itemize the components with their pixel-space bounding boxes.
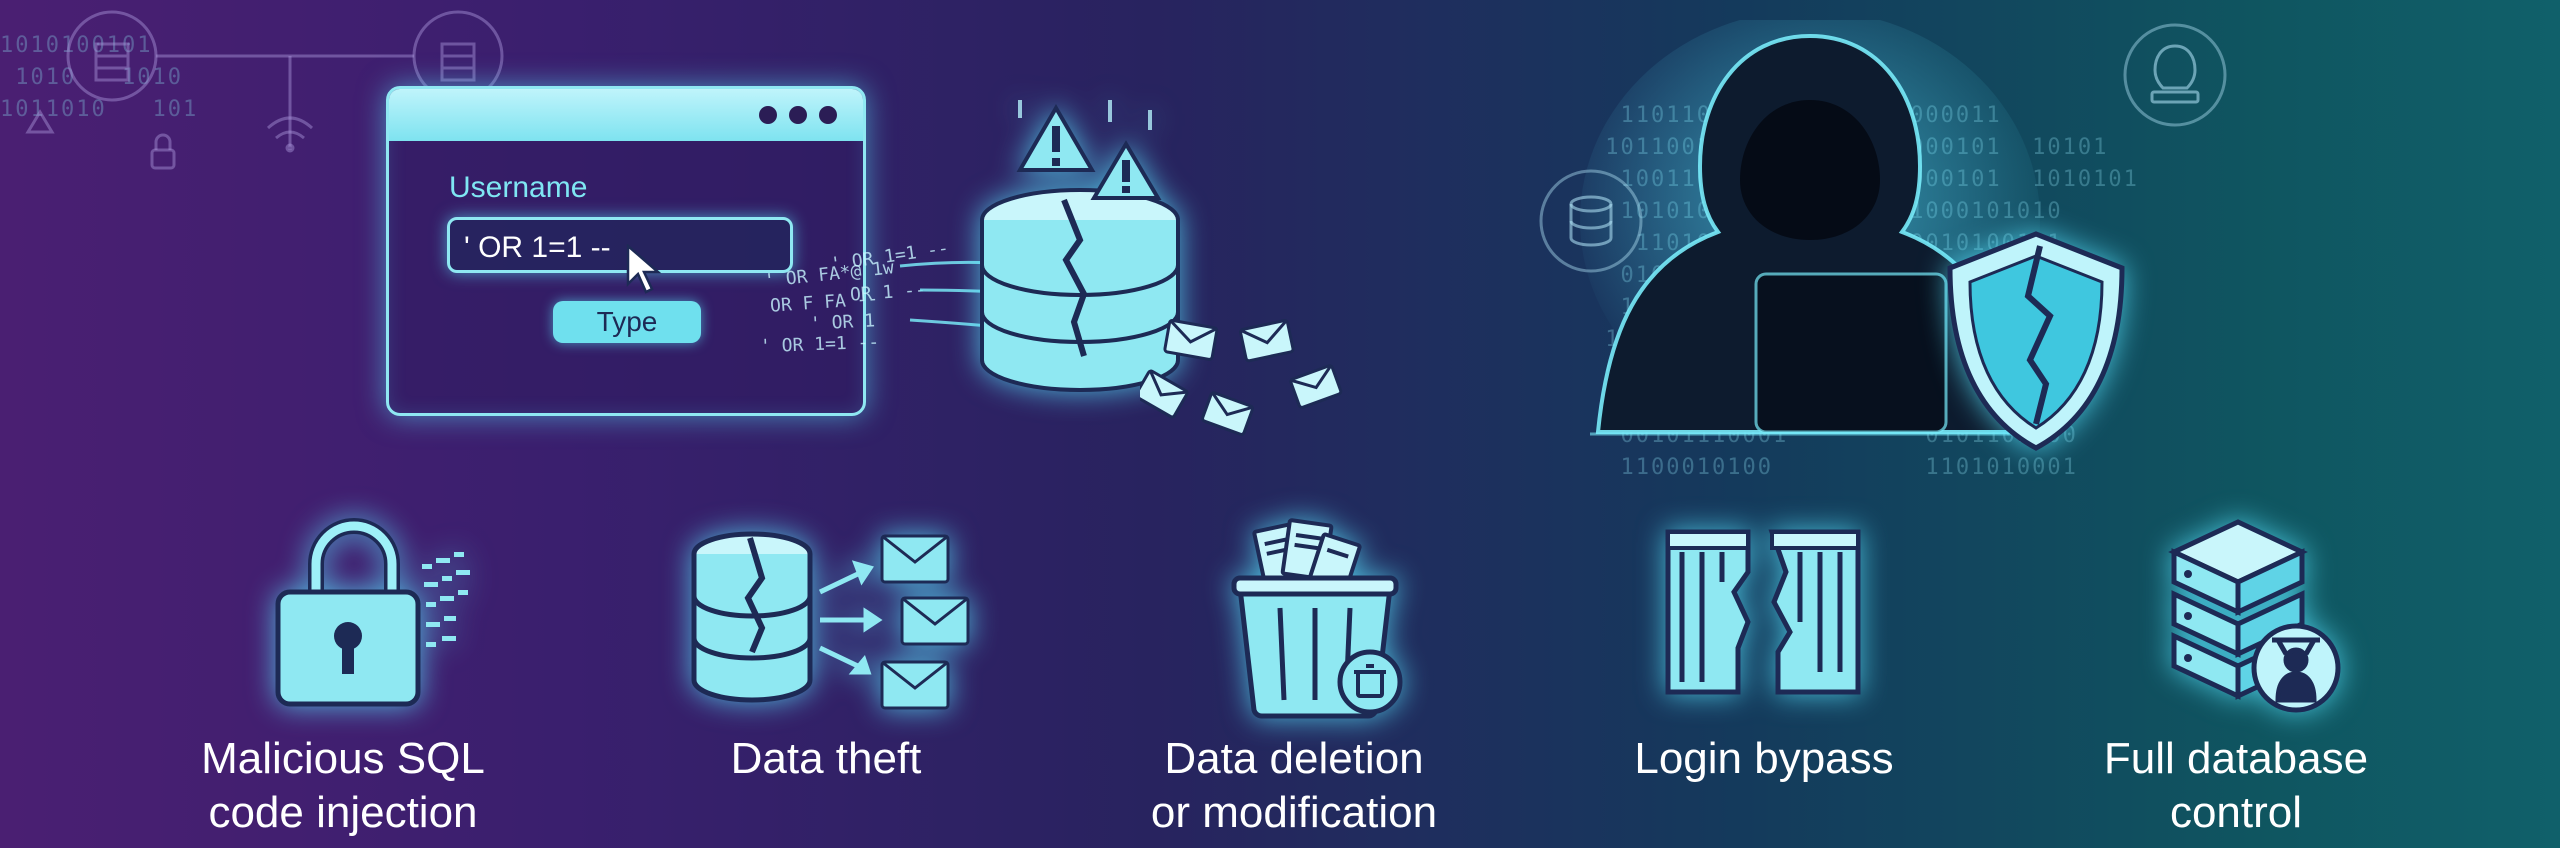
impact-caption-data-theft: Data theft — [626, 732, 1026, 786]
caption-line: code injection — [208, 788, 478, 837]
window-title-bar — [389, 89, 863, 141]
mouse-cursor-icon — [626, 244, 662, 294]
leaking-envelopes-icon — [1140, 318, 1343, 436]
cracked-database-icon — [980, 100, 1180, 392]
broken-shield-icon — [1947, 231, 2125, 451]
username-label: Username — [449, 171, 588, 204]
window-dot-2 — [789, 106, 807, 124]
stream-line-6: ' OR 1=1 -- — [759, 331, 880, 358]
server-control-icon — [2168, 519, 2341, 713]
impact-caption-login-bypass: Login bypass — [1564, 732, 1964, 786]
window-dot-3 — [819, 106, 837, 124]
caption-line: Data deletion — [1164, 734, 1424, 783]
padlock-icon — [275, 518, 470, 707]
username-input[interactable]: ' OR 1=1 -- — [447, 217, 793, 273]
hacker-circle-icon — [2123, 23, 2227, 127]
binary-background-left: 1010100101 1010 1010 1011010 101 — [0, 33, 199, 122]
trash-bin-icon — [1231, 518, 1403, 719]
database-envelopes-icon — [691, 531, 970, 710]
impact-caption-data-deletion: Data deletion or modification — [1094, 732, 1494, 840]
type-button[interactable]: Type — [553, 301, 701, 343]
caption-line: Data theft — [730, 734, 922, 783]
caption-line: Malicious SQL — [201, 734, 485, 783]
login-form-window: Username ' OR 1=1 -- Type — [386, 86, 866, 416]
impact-caption-full-control: Full database control — [2036, 732, 2436, 840]
hooded-hacker-icon — [1580, 20, 2060, 436]
caption-line: or modification — [1150, 788, 1438, 837]
impact-caption-sql-injection: Malicious SQL code injection — [143, 732, 543, 840]
window-dot-1 — [759, 106, 777, 124]
database-circle-icon — [1539, 169, 1643, 273]
broken-gate-icon — [1665, 529, 1861, 695]
stream-line-5: ' OR 1 — [809, 310, 876, 335]
caption-line: control — [2169, 788, 2303, 837]
caption-line: Login bypass — [1634, 734, 1894, 783]
caption-line: Full database — [2103, 734, 2369, 783]
